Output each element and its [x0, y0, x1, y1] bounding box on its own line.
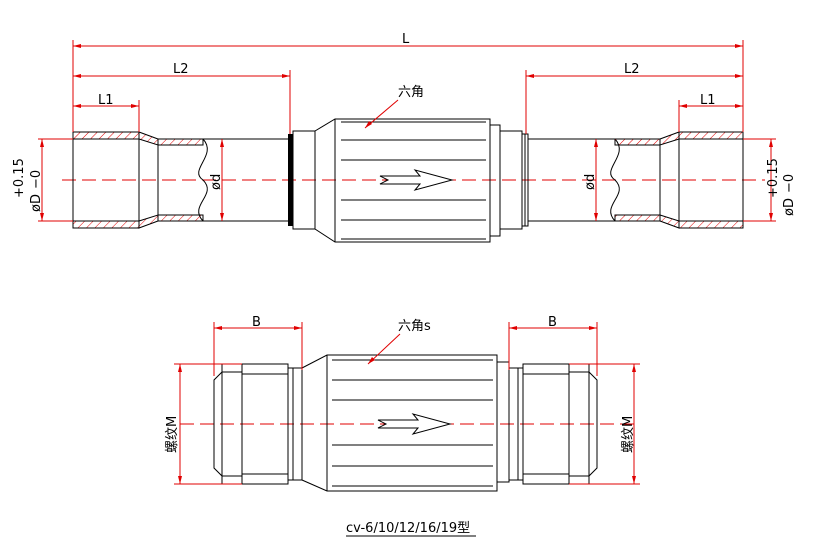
dim-L1-right [678, 100, 743, 132]
dim-d-right [594, 139, 598, 221]
label-tol-upper-left: +0.15 [12, 158, 27, 198]
dim-M-left [174, 363, 242, 485]
label-d-right: ød [583, 174, 598, 190]
label-B-right: B [548, 315, 557, 330]
label-D-left: øD [29, 194, 44, 212]
bottom-view: B B 六角s 螺纹M 螺纹M [165, 315, 640, 492]
label-tol-lower-left: −0 [29, 170, 44, 189]
dim-L2-left [73, 70, 291, 134]
dim-L [72, 40, 744, 132]
bottom-flow-arrow-icon [377, 413, 452, 435]
top-flow-arrow-icon [379, 169, 454, 191]
dim-B-left [213, 322, 303, 376]
label-D-right: øD [782, 198, 797, 216]
right-socket [528, 131, 744, 229]
dim-D-left [38, 138, 73, 222]
dim-D-right [743, 138, 776, 222]
label-hex-s: 六角s [398, 319, 431, 334]
dim-B-right [508, 322, 598, 376]
label-tol-lower-right: −0 [782, 174, 797, 193]
label-thread-right: 螺纹M [621, 416, 636, 453]
label-L2-right: L2 [624, 62, 640, 77]
left-ring [288, 134, 293, 226]
dim-L2-right [525, 70, 743, 134]
label-d-left: ød [209, 174, 224, 190]
dim-d-left [220, 139, 224, 221]
label-tol-upper-right: +0.15 [766, 158, 781, 198]
top-view: L L2 L2 L1 [12, 32, 797, 243]
top-hex-body [314, 118, 501, 243]
dim-M-right [569, 363, 640, 485]
label-L1-left: L1 [98, 93, 114, 108]
label-B-left: B [252, 315, 261, 330]
label-L: L [402, 32, 410, 47]
dim-L1-left [73, 100, 140, 132]
label-L2-left: L2 [173, 62, 189, 77]
label-thread-left: 螺纹M [165, 416, 180, 453]
left-socket [72, 131, 290, 229]
caption: cv-6/10/12/16/19型 [346, 521, 470, 536]
label-L1-right: L1 [700, 93, 716, 108]
label-hex: 六角 [398, 85, 424, 100]
